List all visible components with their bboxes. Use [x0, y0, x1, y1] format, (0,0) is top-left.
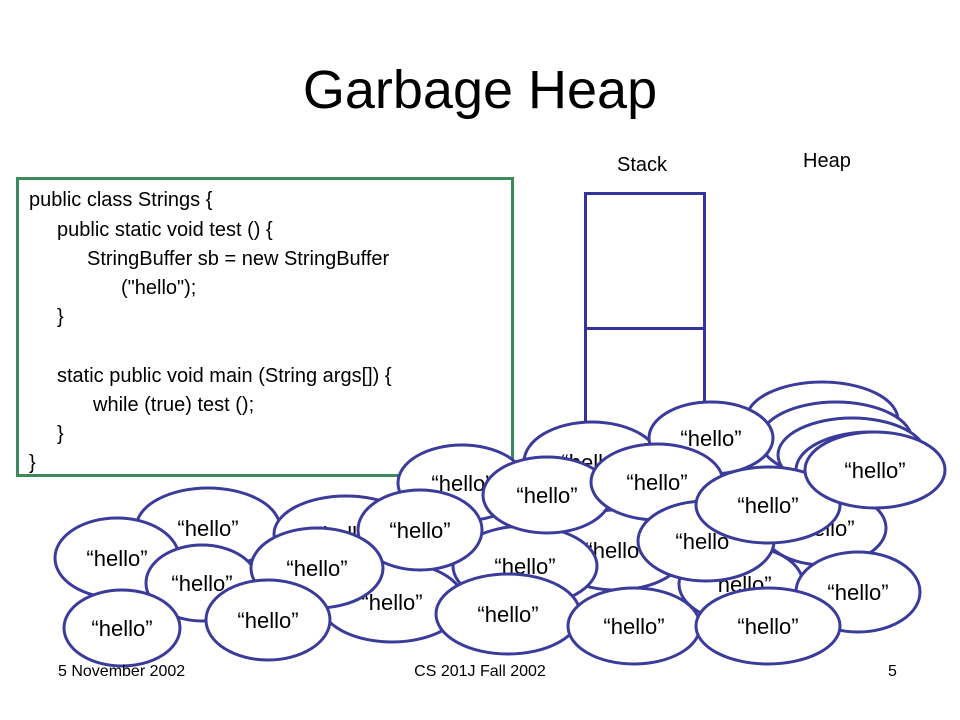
heap-label: Heap [803, 150, 851, 172]
code-line: static public void main (String args[]) … [57, 365, 392, 387]
heap-object-shape [62, 588, 182, 668]
heap-object: “hello” [566, 586, 702, 666]
heap-object: “hello” [481, 455, 613, 535]
heap-object: “hello” [434, 572, 582, 656]
heap-object: “hello” [204, 578, 332, 662]
code-line: } [57, 423, 64, 445]
code-line: } [29, 452, 36, 474]
code-line: } [57, 306, 64, 328]
heap-object: “hello” [803, 430, 947, 510]
heap-object-label: “hello” [626, 470, 687, 495]
slide-title: Garbage Heap [302, 60, 658, 120]
heap-object-label: “hello” [603, 614, 664, 639]
heap-object-label: “hello” [91, 616, 152, 641]
heap-object-shape [803, 430, 947, 510]
heap-object-label: “hello” [286, 556, 347, 581]
code-line: public static void test () { [57, 219, 273, 241]
heap-object-label: “hello” [361, 590, 422, 615]
heap-object-shape [356, 488, 484, 572]
code-line: ("hello"); [121, 277, 197, 299]
stack-box [584, 192, 706, 432]
heap-object-label: “hello” [389, 518, 450, 543]
heap-object-label: “hello” [177, 516, 238, 541]
heap-object-label: “hello” [680, 426, 741, 451]
code-box: public class Strings { public static voi… [16, 177, 514, 477]
heap-object-label: “hello” [86, 546, 147, 571]
stack-label: Stack [617, 154, 668, 176]
heap-object: “hello” [694, 465, 842, 545]
heap-object-label: “hello” [737, 614, 798, 639]
heap-object: “hello” [62, 588, 182, 668]
heap-object-label: “hello” [477, 602, 538, 627]
code-line: public class Strings { [29, 189, 213, 211]
heap-object-label: “hello” [844, 458, 905, 483]
footer-course: CS 201J Fall 2002 [414, 663, 546, 680]
heap-object: “hello” [694, 586, 842, 666]
heap-object-label: “hello” [237, 608, 298, 633]
stack-frame-divider [584, 327, 706, 330]
heap-object-label: “hello” [516, 483, 577, 508]
heap-object-shape [694, 465, 842, 545]
heap-object-label: “hello” [827, 580, 888, 605]
heap-object-shape [204, 578, 332, 662]
heap-object-shape [694, 586, 842, 666]
code-line: while (true) test (); [93, 394, 255, 416]
footer-page-number: 5 [888, 663, 897, 680]
code-line: StringBuffer sb = new StringBuffer [87, 248, 390, 270]
heap-object: “hello” [356, 488, 484, 572]
footer-date: 5 November 2002 [58, 663, 186, 680]
heap-object-label: “hello” [737, 493, 798, 518]
